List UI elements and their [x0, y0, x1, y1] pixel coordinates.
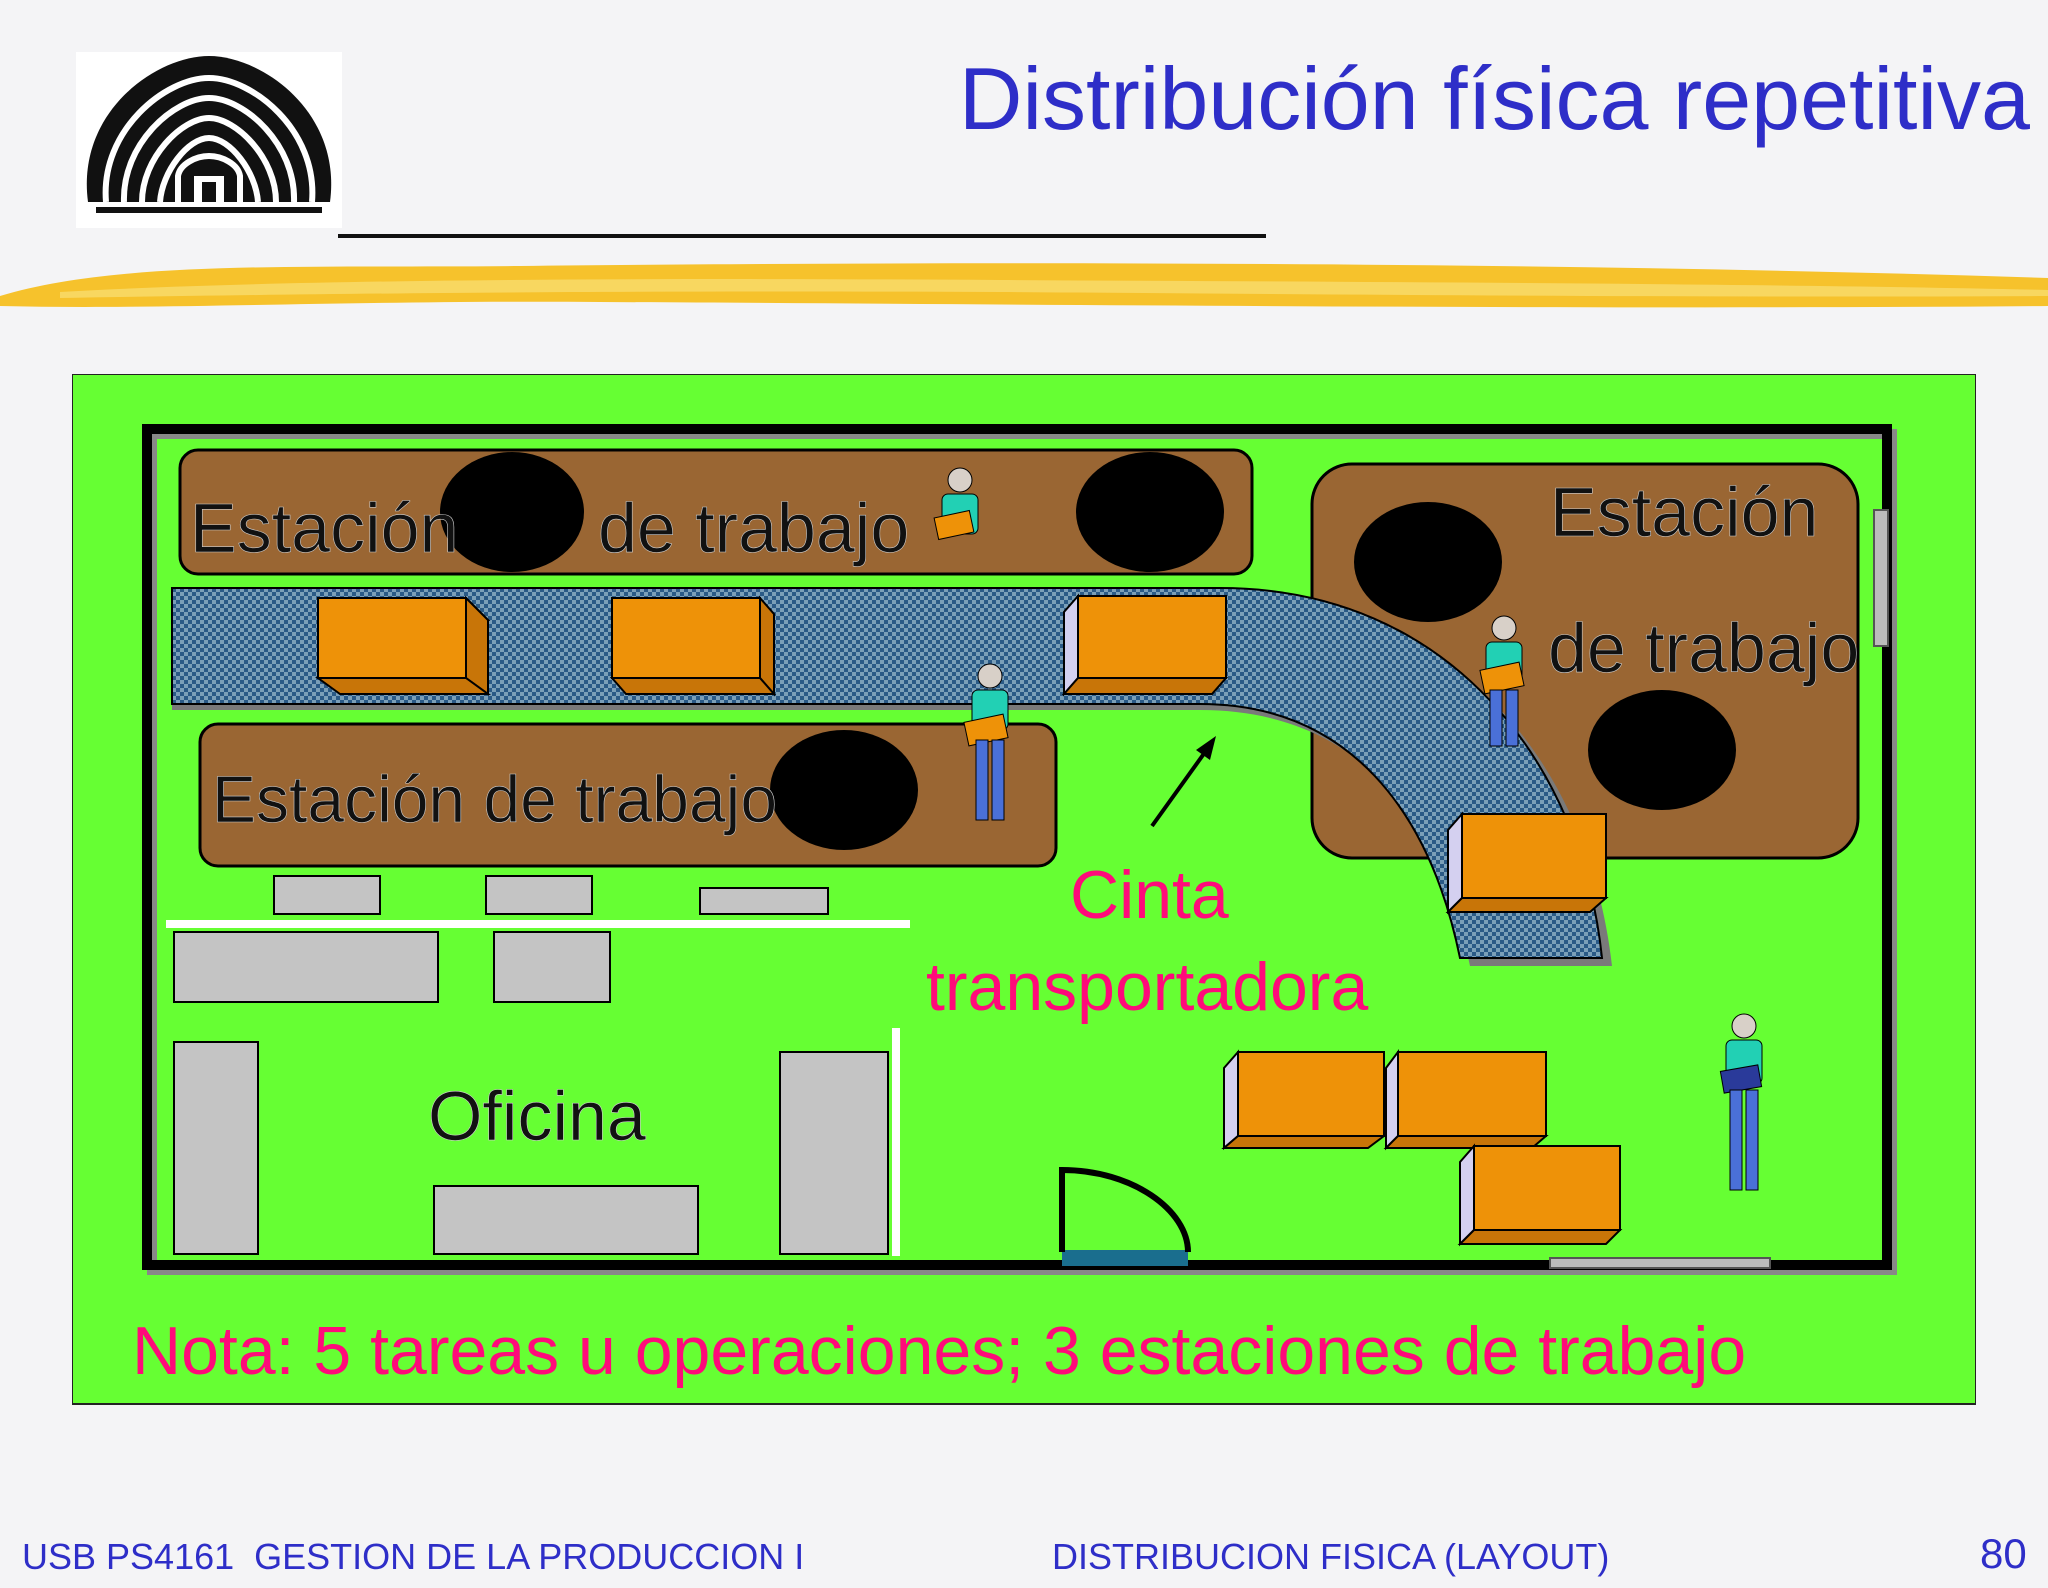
- yellow-brush-stroke: [0, 263, 2048, 308]
- conveyor-belt: [171, 587, 1604, 959]
- desk: [699, 887, 829, 915]
- pointer-arrow: [1150, 746, 1210, 828]
- label-station-mid: Estación de trabajo: [212, 762, 777, 836]
- machine: [440, 452, 584, 572]
- worker: [1719, 1013, 1763, 1191]
- box: [609, 595, 777, 697]
- window: [1549, 1257, 1771, 1269]
- machine: [1588, 690, 1736, 810]
- box: [1457, 1143, 1623, 1247]
- label-note: Nota: 5 tareas u operaciones; 3 estacion…: [132, 1313, 1746, 1389]
- worker: [933, 467, 979, 541]
- slide-title: Distribución física repetitiva: [958, 49, 2030, 148]
- box: [1061, 593, 1229, 697]
- box: [314, 595, 492, 696]
- label-conveyor-a: Cinta: [1070, 857, 1229, 933]
- label-station-right-a: Estación: [1550, 473, 1818, 551]
- worker: [963, 663, 1009, 821]
- plant-layout-diagram: Estación de trabajo Estación de trabajo …: [72, 374, 1976, 1405]
- footer-topic: DISTRIBUCION FISICA (LAYOUT): [1052, 1536, 1610, 1577]
- worker: [1479, 615, 1525, 747]
- box: [1445, 811, 1609, 915]
- desk: [493, 931, 611, 1003]
- title-rule: [338, 234, 1266, 238]
- label-conveyor-b: transportadora: [926, 949, 1368, 1025]
- machine: [1354, 502, 1502, 622]
- cabinet: [779, 1051, 889, 1255]
- box: [1383, 1049, 1549, 1151]
- label-station-right-b: de trabajo: [1548, 609, 1859, 687]
- window: [1873, 509, 1889, 647]
- desk: [273, 875, 381, 915]
- cabinet: [173, 1041, 259, 1255]
- office-wall: [166, 920, 910, 928]
- box: [1221, 1049, 1387, 1151]
- page-number: 80: [1980, 1530, 2027, 1577]
- label-office: Oficina: [428, 1077, 646, 1155]
- label-station-top-b: de trabajo: [598, 489, 909, 567]
- door-sill: [1062, 1250, 1188, 1266]
- label-station-top-a: Estación: [190, 489, 458, 567]
- workstation-top: [178, 448, 1254, 576]
- machine: [770, 730, 918, 850]
- office-wall: [892, 1028, 900, 1256]
- door: [1059, 1166, 1191, 1253]
- desk: [433, 1185, 699, 1255]
- machine: [1076, 452, 1224, 572]
- footer-course: USB PS4161 GESTION DE LA PRODUCCION I: [22, 1536, 805, 1577]
- desk: [173, 931, 439, 1003]
- university-logo: [76, 52, 342, 228]
- desk: [485, 875, 593, 915]
